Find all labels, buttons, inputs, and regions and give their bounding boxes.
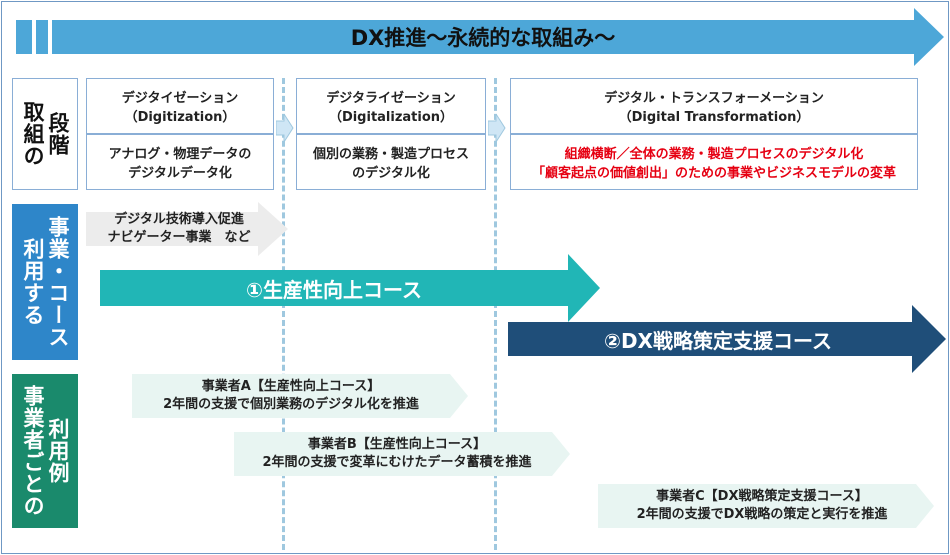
stage-2-subtitle: （Digitalization）	[328, 110, 454, 125]
navigator-line2: ナビゲーター事業 など	[107, 230, 251, 245]
row-label-courses-col1: 利用する	[21, 238, 45, 326]
stage-3-title-box: デジタル・トランスフォーメーション （Digital Transformatio…	[510, 78, 918, 134]
stage-arrow-2	[488, 114, 506, 142]
stage-1-desc-line2: デジタルデータ化	[128, 166, 232, 181]
banner-title: DX推進～永続的な取組み～	[350, 26, 616, 50]
stage-3-subtitle: （Digital Transformation）	[618, 110, 810, 125]
row-label-stage: 取組の 段階	[12, 78, 78, 190]
stage-1-title: デジタイゼーション	[121, 91, 239, 106]
stage-1-desc-line1: アナログ・物理データの	[108, 147, 252, 162]
example-c-line1: 事業者C【DX戦略策定支援コース】	[656, 489, 868, 505]
example-b-line2: 2年間の支援で変革にむけたデータ蓄積を推進	[262, 455, 532, 470]
separator-line-2	[494, 78, 497, 550]
stage-2-title: デジタライゼーション	[326, 91, 456, 106]
course-1-label: ①生産性向上コース	[246, 277, 422, 302]
row-label-examples-col2: 利用例	[46, 418, 70, 484]
row-label-stage-col1: 取組の	[21, 101, 45, 167]
navigator-arrow	[86, 202, 288, 256]
example-a-arrow	[132, 374, 468, 418]
banner-arrow	[16, 8, 944, 66]
stage-3-desc-box: 組織横断／全体の業務・製造プロセスのデジタル化 「顧客起点の価値創出」のための事…	[510, 134, 918, 190]
example-a-line1: 事業者A【生産性向上コース】	[201, 379, 381, 395]
stage-3-title: デジタル・トランスフォーメーション	[604, 91, 824, 106]
separator-line-1	[282, 78, 285, 550]
stage-3-desc-line2: 「顧客起点の価値創出」のための事業やビジネスモデルの変革	[531, 166, 896, 181]
example-b-line1: 事業者B【生産性向上コース】	[307, 437, 487, 453]
stage-2-desc-line2: のデジタル化	[352, 166, 430, 181]
stage-2-desc-line1: 個別の業務・製造プロセス	[312, 147, 469, 162]
stage-1-subtitle: （Digitization）	[124, 110, 236, 125]
row-label-examples-col1: 事業者ごとの	[21, 385, 45, 517]
example-a-line2: 2年間の支援で個別業務のデジタル化を推進	[163, 397, 419, 412]
row-label-examples: 事業者ごとの 利用例	[12, 374, 78, 528]
navigator-text: デジタル技術導入促進 ナビゲーター事業 など	[86, 212, 272, 246]
row-label-stage-col2: 段階	[46, 112, 70, 156]
stage-3-desc-line1: 組織横断／全体の業務・製造プロセスのデジタル化	[564, 147, 864, 162]
stage-2-desc-box: 個別の業務・製造プロセス のデジタル化	[296, 134, 486, 190]
example-c-arrow	[598, 484, 934, 528]
example-c-line2: 2年間の支援でDX戦略の策定と実行を推進	[636, 507, 888, 522]
example-a-text: 事業者A【生産性向上コース】 2年間の支援で個別業務のデジタル化を推進	[132, 374, 450, 418]
example-b-arrow	[234, 432, 570, 476]
row-label-courses-col2: 事業・コース	[46, 216, 70, 348]
stage-2-title-box: デジタライゼーション （Digitalization）	[296, 78, 486, 134]
course-1-arrow	[100, 254, 600, 322]
course-2-label: ②DX戦略策定支援コース	[604, 328, 832, 353]
stage-1-desc-box: アナログ・物理データの デジタルデータ化	[86, 134, 274, 190]
stage-1-title-box: デジタイゼーション （Digitization）	[86, 78, 274, 134]
example-c-text: 事業者C【DX戦略策定支援コース】 2年間の支援でDX戦略の策定と実行を推進	[598, 484, 926, 528]
row-label-courses: 利用する 事業・コース	[12, 204, 78, 360]
example-b-text: 事業者B【生産性向上コース】 2年間の支援で変革にむけたデータ蓄積を推進	[234, 432, 560, 476]
course-2-arrow	[508, 305, 946, 373]
stage-arrow-1	[276, 114, 294, 142]
navigator-line1: デジタル技術導入促進	[114, 212, 244, 228]
